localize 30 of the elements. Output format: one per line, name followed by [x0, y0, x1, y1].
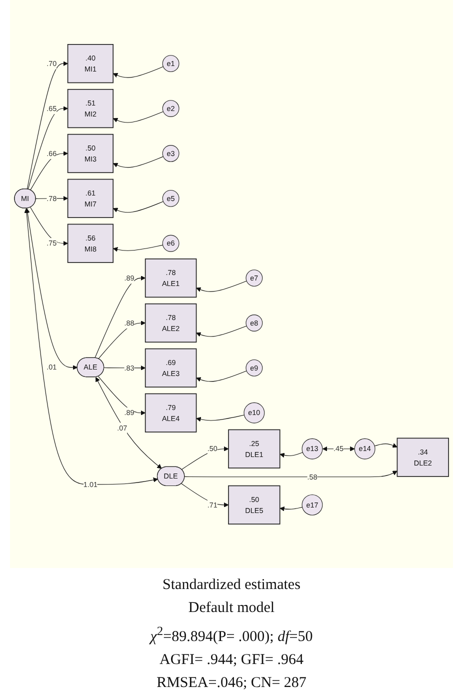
arrow — [112, 244, 164, 252]
arrow — [280, 506, 303, 512]
arrow — [94, 275, 146, 358]
caption-text: Default model — [187, 599, 276, 618]
arrow — [112, 111, 164, 123]
arrow — [196, 370, 247, 382]
caption-text: Standardized estimates — [162, 576, 302, 595]
arrow — [196, 325, 247, 337]
arrow — [96, 376, 162, 469]
caption-text: AGFI= .944; GFI= .964 — [158, 651, 304, 670]
arrow — [25, 208, 78, 370]
arrow — [28, 106, 68, 190]
arrow — [30, 206, 68, 246]
arrow — [196, 280, 247, 292]
arrow — [280, 452, 303, 458]
arrow — [184, 470, 398, 477]
arrow — [30, 150, 68, 190]
arrow — [112, 156, 164, 168]
caption-text: RMSEA=.046; CN= 287 — [156, 674, 308, 693]
arrow — [112, 200, 164, 212]
arrow — [181, 446, 229, 470]
arrow — [196, 414, 244, 422]
arrow — [24, 208, 158, 484]
arrow — [98, 376, 146, 416]
arrow — [374, 442, 398, 448]
caption-text: χ$^{2}$=89.894(P= .000); df=50 — [150, 623, 313, 647]
arrow — [181, 483, 229, 508]
arrow — [26, 60, 68, 190]
arrow — [112, 66, 164, 78]
arrow — [98, 320, 146, 359]
